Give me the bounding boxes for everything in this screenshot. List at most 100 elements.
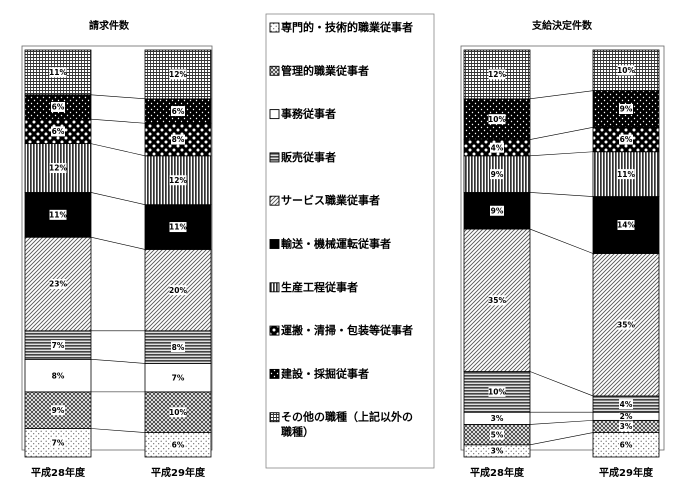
- connector-line: [90, 143, 146, 157]
- data-label-bg: [617, 220, 635, 231]
- legend-item: 生産工程従事者: [269, 280, 358, 294]
- data-label-bg: [490, 445, 504, 456]
- legend-label: 専門的・技術的職業従事者: [281, 20, 413, 34]
- data-label-bg: [49, 279, 67, 290]
- data-label: 7%: [172, 373, 185, 382]
- category-label: 平成28年度: [31, 466, 86, 479]
- legend-item: 専門的・技術的職業従事者: [269, 20, 413, 34]
- plot-frame: [460, 45, 665, 451]
- connector-line: [529, 228, 594, 254]
- data-label-bg: [490, 142, 504, 153]
- data-label-bg: [619, 439, 633, 450]
- chart-title: 請求件数: [89, 19, 130, 32]
- data-label: 7%: [52, 438, 65, 447]
- data-label: 12%: [488, 70, 506, 79]
- data-label-bg: [169, 222, 187, 233]
- bars-layer: 請求件数7%9%8%7%23%11%12%6%6%11%平成28年度6%10%7…: [21, 19, 665, 479]
- data-label: 6%: [620, 135, 633, 144]
- stacked-bar: 7%9%8%7%23%11%12%6%6%11%: [24, 49, 92, 458]
- data-label: 10%: [169, 408, 187, 417]
- chart-title: 支給決定件数: [531, 19, 593, 32]
- data-label-bg: [169, 407, 187, 418]
- data-label-bg: [488, 114, 506, 125]
- data-label-bg: [617, 319, 635, 330]
- connector-line: [529, 432, 594, 446]
- data-label-bg: [619, 412, 633, 421]
- data-label-bg: [490, 413, 504, 424]
- connector-line: [90, 428, 146, 433]
- data-label-bg: [619, 421, 633, 432]
- plot-frame: [21, 45, 213, 451]
- data-label: 3%: [491, 447, 504, 456]
- data-label: 20%: [169, 286, 187, 295]
- data-label-bg: [488, 69, 506, 80]
- stacked-bar: 3%5%3%10%35%9%9%4%10%12%: [463, 49, 531, 458]
- connector-line: [529, 90, 594, 100]
- data-label: 8%: [52, 371, 65, 380]
- category-label: 平成28年度: [470, 466, 525, 479]
- legend-swatch: [269, 325, 280, 336]
- legend-item: 販売従事者: [269, 150, 336, 164]
- data-label: 11%: [169, 223, 187, 232]
- legend-item: 事務従事者: [269, 107, 336, 121]
- legend-label: 輸送・機械運転従事者: [281, 237, 391, 251]
- connector-line: [90, 236, 146, 250]
- legend-swatch: [269, 239, 280, 249]
- data-label: 9%: [52, 406, 65, 415]
- data-label: 2%: [620, 412, 633, 421]
- legend-item: 輸送・機械運転従事者: [269, 237, 391, 251]
- data-label: 7%: [52, 341, 65, 350]
- legend-label: 販売従事者: [281, 150, 336, 164]
- connector-line: [90, 94, 146, 100]
- data-label-bg: [171, 134, 185, 145]
- legend-swatch: [269, 412, 280, 423]
- data-label-bg: [171, 372, 185, 383]
- connector-line: [529, 420, 594, 425]
- data-label-bg: [169, 285, 187, 296]
- data-label: 10%: [488, 115, 506, 124]
- data-label-bg: [619, 104, 633, 115]
- connector-line: [529, 371, 594, 397]
- connector-line: [90, 118, 146, 124]
- data-label: 23%: [49, 280, 67, 289]
- data-label: 6%: [52, 103, 65, 112]
- data-label: 9%: [491, 170, 504, 179]
- legend-swatch: [269, 65, 280, 76]
- data-label: 4%: [620, 400, 633, 409]
- legend-label: 運搬・清掃・包装等従事者: [281, 323, 413, 337]
- legend-item: 管理的職業従事者: [269, 63, 369, 77]
- legend-item: 運搬・清掃・包装等従事者: [269, 323, 413, 337]
- data-label: 3%: [620, 422, 633, 431]
- data-label: 11%: [49, 211, 67, 220]
- connector-line: [90, 192, 146, 205]
- data-label-bg: [488, 386, 506, 397]
- legend-label: 管理的職業従事者: [281, 63, 369, 77]
- data-label-bg: [619, 399, 633, 410]
- data-label-bg: [619, 134, 633, 145]
- data-label: 9%: [491, 206, 504, 215]
- legend-layer: 専門的・技術的職業従事者管理的職業従事者事務従事者販売従事者サービス職業従事者輸…: [265, 13, 435, 469]
- data-label-bg: [490, 429, 504, 440]
- data-label: 10%: [488, 388, 506, 397]
- data-label-bg: [51, 126, 65, 137]
- data-label: 10%: [617, 66, 635, 75]
- bar-segment: [463, 98, 531, 140]
- data-label: 12%: [49, 164, 67, 173]
- data-label: 14%: [617, 221, 635, 230]
- legend-label: 建設・採掘従事者: [281, 366, 369, 380]
- data-label: 12%: [169, 70, 187, 79]
- data-label-bg: [488, 295, 506, 306]
- legend-swatch: [269, 195, 280, 206]
- stacked-bar: 6%10%7%8%20%11%12%8%6%12%: [144, 49, 212, 458]
- legend-label: サービス職業従事者: [281, 193, 380, 207]
- data-label-bg: [51, 405, 65, 416]
- legend-item: サービス職業従事者: [269, 193, 380, 207]
- data-label-bg: [617, 65, 635, 76]
- legend-swatch: [269, 152, 280, 163]
- data-label-bg: [51, 437, 65, 448]
- chart-1: 請求件数7%9%8%7%23%11%12%6%6%11%平成28年度6%10%7…: [21, 19, 213, 479]
- legend-label: その他の職種（上記以外の: [281, 410, 413, 424]
- connector-line: [529, 192, 594, 197]
